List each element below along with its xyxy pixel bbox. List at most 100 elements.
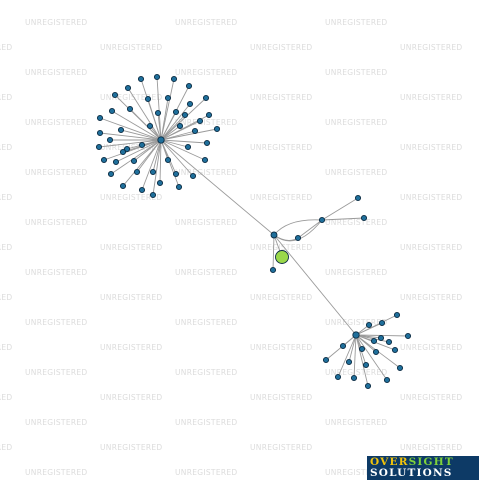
graph-node[interactable] xyxy=(318,216,326,224)
graph-node[interactable] xyxy=(184,143,192,151)
graph-junction-node[interactable] xyxy=(270,231,278,239)
graph-node[interactable] xyxy=(96,129,104,137)
graph-node[interactable] xyxy=(146,122,154,130)
graph-node[interactable] xyxy=(124,84,132,92)
graph-node[interactable] xyxy=(126,105,134,113)
graph-node[interactable] xyxy=(119,148,127,156)
watermark-text: UNREGISTERED xyxy=(400,93,463,102)
graph-node[interactable] xyxy=(138,186,146,194)
graph-node[interactable] xyxy=(391,346,399,354)
watermark-text: UNREGISTERED xyxy=(25,318,88,327)
graph-node[interactable] xyxy=(153,73,161,81)
watermark-text: UNREGISTERED xyxy=(400,393,463,402)
graph-node[interactable] xyxy=(404,332,412,340)
watermark-text: UNREGISTERED xyxy=(25,268,88,277)
graph-node[interactable] xyxy=(385,338,393,346)
graph-node[interactable] xyxy=(294,234,302,242)
graph-node[interactable] xyxy=(191,127,199,135)
graph-node[interactable] xyxy=(181,111,189,119)
graph-node[interactable] xyxy=(360,214,368,222)
watermark-text: UNREGISTERED xyxy=(325,368,388,377)
logo-word-sight: SIGHT xyxy=(408,456,454,468)
graph-node[interactable] xyxy=(138,141,146,149)
graph-node[interactable] xyxy=(185,82,193,90)
graph-node[interactable] xyxy=(95,143,103,151)
graph-node[interactable] xyxy=(205,111,213,119)
graph-node[interactable] xyxy=(396,364,404,372)
logo-line-2: SOLUTIONS xyxy=(370,467,453,479)
graph-hub-node[interactable] xyxy=(157,136,165,144)
graph-node[interactable] xyxy=(364,382,372,390)
graph-node[interactable] xyxy=(201,156,209,164)
graph-node[interactable] xyxy=(172,170,180,178)
graph-node[interactable] xyxy=(378,319,386,327)
graph-node[interactable] xyxy=(106,136,114,144)
graph-node[interactable] xyxy=(130,157,138,165)
graph-hub-node[interactable] xyxy=(352,331,360,339)
watermark-text: UNREGISTERED xyxy=(325,118,388,127)
edge-hub-a xyxy=(159,139,162,184)
graph-node[interactable] xyxy=(393,311,401,319)
graph-node[interactable] xyxy=(203,139,211,147)
graph-node[interactable] xyxy=(119,182,127,190)
graph-node[interactable] xyxy=(108,107,116,115)
graph-node[interactable] xyxy=(172,108,180,116)
graph-node[interactable] xyxy=(149,191,157,199)
graph-node[interactable] xyxy=(365,321,373,329)
graph-node[interactable] xyxy=(133,168,141,176)
graph-node[interactable] xyxy=(354,194,362,202)
graph-node[interactable] xyxy=(175,183,183,191)
watermark-text: UNREGISTERED xyxy=(175,418,238,427)
graph-node[interactable] xyxy=(189,172,197,180)
graph-node[interactable] xyxy=(345,358,353,366)
graph-node[interactable] xyxy=(362,361,370,369)
edge-hub-a xyxy=(98,139,162,148)
watermark-text: UNREGISTERED xyxy=(0,393,13,402)
graph-node[interactable] xyxy=(176,122,184,130)
graph-node[interactable] xyxy=(112,158,120,166)
graph-node[interactable] xyxy=(149,168,157,176)
edge-junction-branch xyxy=(273,219,323,236)
graph-node[interactable] xyxy=(383,376,391,384)
graph-node[interactable] xyxy=(117,126,125,134)
graph-node[interactable] xyxy=(96,114,104,122)
graph-node[interactable] xyxy=(350,374,358,382)
watermark-text: UNREGISTERED xyxy=(400,243,463,252)
graph-node[interactable] xyxy=(170,75,178,83)
graph-node[interactable] xyxy=(186,100,194,108)
edge-branch xyxy=(321,197,359,221)
graph-node[interactable] xyxy=(164,94,172,102)
graph-node[interactable] xyxy=(372,348,380,356)
graph-node[interactable] xyxy=(100,156,108,164)
graph-node[interactable] xyxy=(107,170,115,178)
graph-node[interactable] xyxy=(156,179,164,187)
graph-node[interactable] xyxy=(370,337,378,345)
focus-company-node[interactable] xyxy=(275,250,289,264)
graph-node[interactable] xyxy=(377,334,385,342)
edge-hub-b xyxy=(353,334,357,379)
watermark-text: UNREGISTERED xyxy=(325,318,388,327)
graph-node[interactable] xyxy=(358,345,366,353)
graph-node[interactable] xyxy=(322,356,330,364)
graph-node[interactable] xyxy=(123,145,131,153)
edge-hub-a xyxy=(115,139,162,163)
graph-node[interactable] xyxy=(202,94,210,102)
watermark-text: UNREGISTERED xyxy=(100,43,163,52)
graph-node[interactable] xyxy=(154,109,162,117)
watermark-text: UNREGISTERED xyxy=(325,218,388,227)
graph-node[interactable] xyxy=(334,373,342,381)
edge-hub-a xyxy=(122,139,162,187)
graph-node[interactable] xyxy=(339,342,347,350)
graph-node[interactable] xyxy=(164,156,172,164)
graph-node[interactable] xyxy=(144,95,152,103)
edge-hub-a xyxy=(160,125,181,141)
graph-node[interactable] xyxy=(213,125,221,133)
graph-node[interactable] xyxy=(196,117,204,125)
graph-node[interactable] xyxy=(111,91,119,99)
watermark-text: UNREGISTERED xyxy=(0,443,13,452)
watermark-text: UNREGISTERED xyxy=(325,468,388,477)
graph-node[interactable] xyxy=(137,75,145,83)
graph-node[interactable] xyxy=(269,266,277,274)
